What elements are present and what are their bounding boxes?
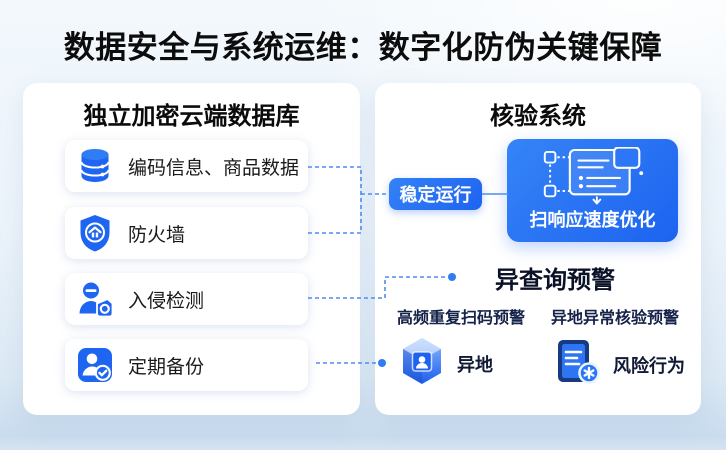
scan-speed-feature-card: 扫响应速度优化 xyxy=(507,139,678,242)
alert-item: 异地异常核验预警 xyxy=(551,310,680,327)
alert-heading: 异查询预警 xyxy=(495,267,615,294)
card-intrusion-detection: 入侵检测 xyxy=(65,273,308,325)
page-title: 数据安全与系统运维：数字化防伪关键保障 xyxy=(63,30,663,65)
bottom-item-label: 异地 xyxy=(457,354,493,375)
right-panel-title: 核验系统 xyxy=(490,103,586,130)
card-label: 编码信息、商品数据 xyxy=(128,157,300,179)
database-icon xyxy=(75,146,115,186)
card-label: 入侵检测 xyxy=(128,290,205,312)
remote-location-item: 异地 xyxy=(400,337,493,390)
alert-items-row: 高频重复扫码预警 异地异常核验预警 xyxy=(375,304,701,328)
intrusion-detection-icon xyxy=(75,279,115,319)
panel-verification-system: 核验系统 稳定运行 xyxy=(375,83,701,415)
card-label: 防火墙 xyxy=(128,224,186,246)
cube-user-icon xyxy=(400,337,444,390)
card-backup: 定期备份 xyxy=(65,339,308,391)
workflow-diagram-icon xyxy=(539,146,647,212)
left-panel-title: 独立加密云端数据库 xyxy=(83,103,300,130)
risk-tablet-icon xyxy=(556,338,602,391)
card-label: 定期备份 xyxy=(128,356,205,378)
firewall-shield-icon xyxy=(75,213,115,253)
alert-item: 高频重复扫码预警 xyxy=(396,310,525,327)
card-firewall: 防火墙 xyxy=(65,207,308,259)
panel-cloud-database: 独立加密云端数据库 编码信息、商品数据 xyxy=(23,83,360,415)
risk-behavior-item: 风险行为 xyxy=(556,338,685,391)
backup-user-check-icon xyxy=(75,345,115,385)
feature-card-label: 扫响应速度优化 xyxy=(529,210,656,230)
stable-operation-badge: 稳定运行 xyxy=(389,178,482,210)
card-encoded-data: 编码信息、商品数据 xyxy=(65,140,308,192)
bottom-item-label: 风险行为 xyxy=(613,355,685,376)
